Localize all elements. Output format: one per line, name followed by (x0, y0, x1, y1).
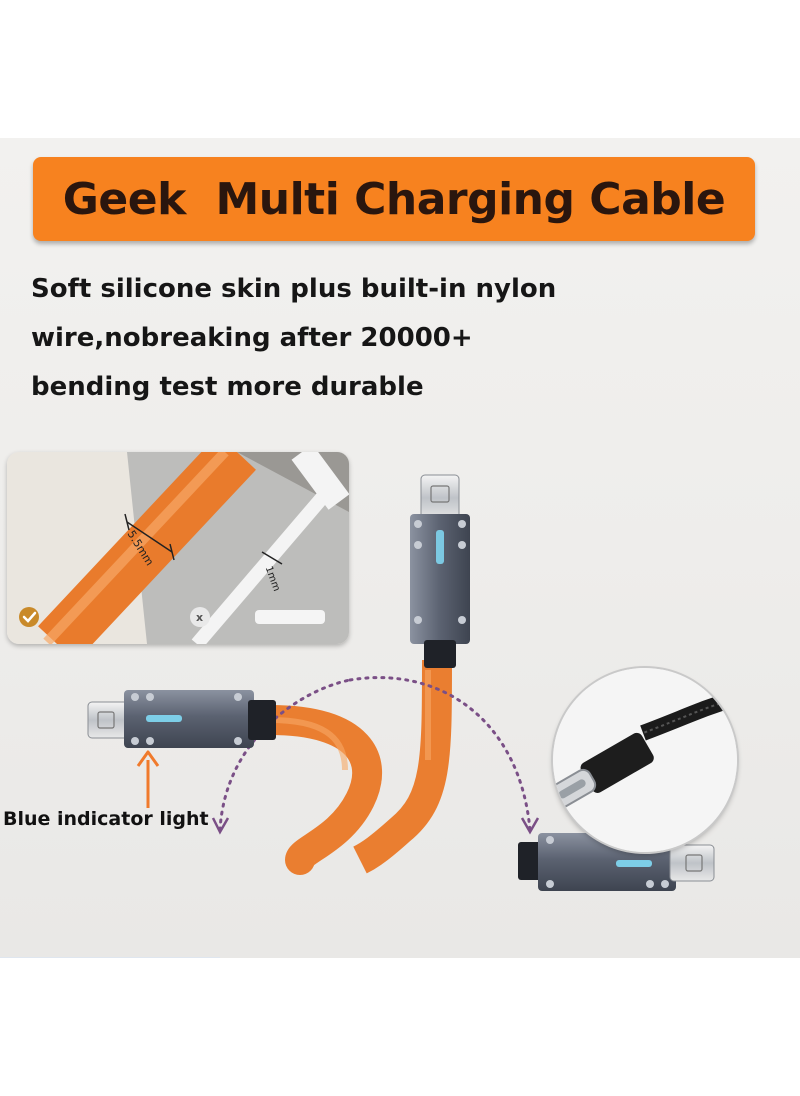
thick-cable (38, 452, 256, 644)
reject-mark: x (196, 611, 203, 624)
dotted-arc-left (218, 678, 352, 832)
description-line-2: wire,nobreaking after 20000+ (31, 323, 473, 353)
nylon-wire-zoom (553, 668, 737, 852)
description-line-1: Soft silicone skin plus built-in nylon (31, 274, 557, 304)
curved-cable-top (353, 659, 452, 874)
title-banner: Geek Multi Charging Cable (33, 157, 755, 241)
thin-cable (191, 487, 333, 644)
description-line-3: bending test more durable (31, 372, 424, 402)
top-connector (410, 474, 470, 668)
cable-comparison-photo: 5.5mm 1mm x (7, 452, 349, 644)
check-circle-icon (19, 607, 39, 627)
blue-indicator-label: Blue indicator light (3, 808, 209, 830)
curved-cable-left (255, 705, 383, 875)
title-text: Geek Multi Charging Cable (62, 173, 726, 225)
cable-scene (0, 474, 715, 891)
arrow-up-icon (136, 750, 160, 808)
dotted-arc-right (348, 676, 532, 832)
left-connector (87, 690, 276, 748)
divider (0, 957, 220, 958)
x-circle-icon: x (190, 607, 210, 627)
